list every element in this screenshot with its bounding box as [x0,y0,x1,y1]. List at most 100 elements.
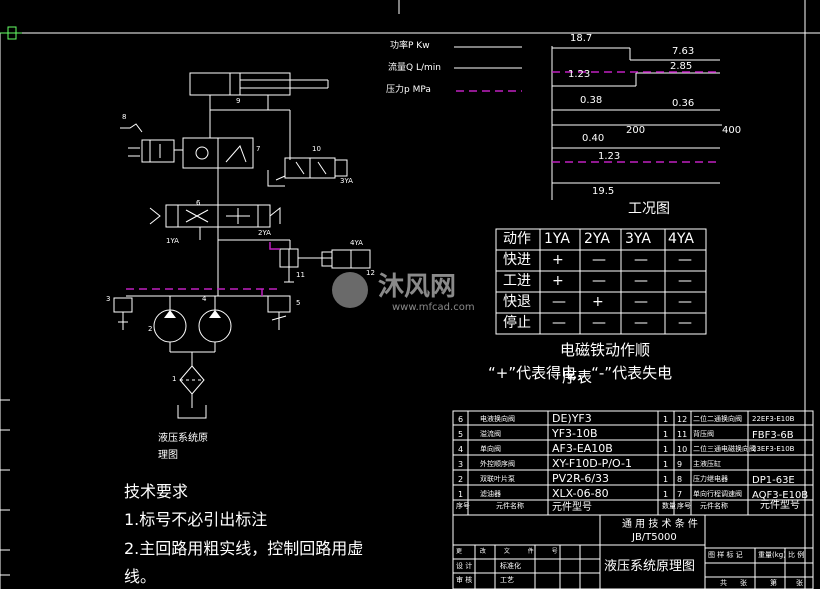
tech-req-line: 1.标号不必引出标注 [124,510,268,529]
bom-row-name: 单向阀 [480,445,501,453]
bom-grid [452,410,814,589]
chart-value: 1.23 [598,151,621,162]
bom-row-name: 二位三通电磁换向阀 [693,445,756,453]
chart-value: 400 [722,125,742,136]
bom-footer: 元件名称 [700,502,728,510]
tb-design: 设 计 [456,562,473,570]
bom-row-model: PV2R-6/33 [552,472,610,485]
bom-row-name: 滤油器 [480,490,501,498]
table-cell: 快退 [503,294,531,310]
legend-pressure-label: 压力p MPa [386,85,431,95]
bom-row-model: DP1-63E [752,475,795,486]
component-label: 8 [122,113,127,121]
component-label: 11 [296,271,305,279]
table-cell: — [592,273,606,289]
table-cell: — [634,273,648,289]
bom-row-name: 双联叶片泵 [480,475,515,483]
chart-value: 19.5 [592,186,615,197]
bom-row-model: 22EF3-E10B [752,415,795,423]
table-cell: + [592,294,604,310]
diagram-caption: 液压系统原 [158,433,208,444]
component-label: 10 [312,145,321,153]
chart-caption: 工况图 [628,201,670,217]
tc-title: JB/T5000 [632,532,677,543]
solenoid-label: 4YA [350,239,363,247]
bom-footer: 元件名称 [496,502,524,510]
table-cell: — [634,294,648,310]
bom-row-no: 6 [458,415,464,424]
tb-revision-header: 更 改 文 件 号 [456,548,566,555]
bom-row-qty: 1 [663,430,669,439]
table-header: 动作 [503,231,531,247]
tb-right: 重量(kg) [758,551,786,559]
chart-value: 0.38 [580,95,603,106]
bom-row-qty: 1 [663,445,669,454]
bom-row-name: 压力继电器 [693,475,728,483]
chart-value: 0.36 [672,98,695,109]
tb-proc: 工艺 [500,576,514,584]
tc-title: 通 用 技 术 条 件 [622,519,698,530]
solenoid-label: 3YA [340,177,353,185]
table-cell: — [552,294,566,310]
bom-row-no: 11 [677,430,688,439]
bom-row-qty: 1 [663,415,669,424]
bom-row-name: 电液换向阀 [480,415,515,423]
bom-footer: 序号 [677,502,691,510]
chart-value: 0.40 [582,133,605,144]
table-header: 4YA [668,231,694,247]
watermark-url: www.mfcad.com [392,302,475,313]
bom-row-model: AQF3-E10B [752,490,809,501]
bom-row-name: 溢流阀 [480,430,501,438]
bom-row-qty: 1 [663,460,669,469]
bom-row-model: YF3-10B [552,427,598,440]
table-header: 3YA [625,231,651,247]
diagram-caption: 理图 [158,450,178,461]
bom-row-model: XY-F10D-P/O-1 [552,457,632,470]
bom-row-model: XLX-06-80 [552,487,609,500]
bom-row-model: AF3-EA10B [552,442,613,455]
tb-right: 比 例 [788,551,805,559]
bom-row-name: 二位二通换向阀 [693,415,742,423]
bom-footer: 序号 [456,502,470,510]
bom-row-no: 2 [458,475,464,484]
tech-req-line: 2.主回路用粗实线，控制回路用虚 [124,539,364,558]
bom-row-name: 主液压缸 [693,460,721,468]
bom-row-no: 3 [458,460,464,469]
bom-row-no: 4 [458,445,464,454]
bom-row-no: 5 [458,430,464,439]
chart-value: 200 [626,125,646,136]
tech-req-title: 技术要求 [124,482,189,501]
solenoid-label: 1YA [166,237,179,245]
hydraulic-schematic [113,72,371,419]
component-label: 9 [236,97,241,105]
table-cell: — [552,315,566,331]
bom-row-no: 7 [677,490,683,499]
tb-right: 图 样 标 记 [708,551,743,559]
bom-row-name: 单向行程调速阀 [693,490,742,498]
bom-footer: 元件型号 [760,500,800,511]
chart-pressure-dashes [552,71,720,163]
component-label: 6 [196,199,201,207]
table-cell: — [592,315,606,331]
chart-value: 1.23 [568,69,591,80]
table-cell: — [634,315,648,331]
component-label: 1 [172,375,177,383]
table-cell: — [678,273,692,289]
table-cell: — [634,252,648,268]
drawing-name: 液压系统原理图 [604,559,696,574]
bom-row-no: 12 [677,415,688,424]
bom-row-no: 8 [677,475,683,484]
component-label: 2 [148,325,153,333]
legend-power-label: 功率P Kw [390,41,430,51]
table-note-overlap: 序表 [562,368,593,386]
table-caption: 电磁铁动作顺 [560,341,651,359]
chart-value: 7.63 [672,46,695,57]
bom-row-model: DE)YF3 [552,412,592,425]
bom-footer: 元件型号 [552,502,592,513]
table-cell: — [678,252,692,268]
tb-check: 审 核 [456,576,473,584]
bom-row-model: 23EF3-E10B [752,445,795,453]
table-cell: + [552,273,564,289]
tb-right: 张 [740,579,747,587]
